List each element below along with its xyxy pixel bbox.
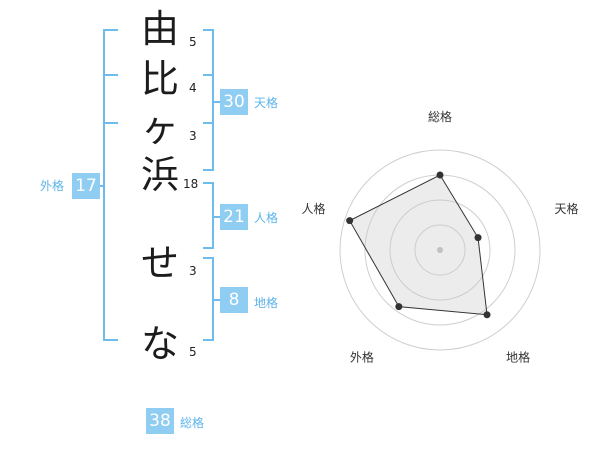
- stroke-count-2: 4: [189, 81, 197, 95]
- tenkaku-label: 天格: [254, 96, 279, 110]
- stroke-count-3: 3: [189, 129, 197, 143]
- name-char-3: ヶ: [140, 106, 179, 150]
- jinkaku-value: 21: [220, 204, 248, 230]
- radar-area: [348, 174, 488, 316]
- name-char-2: 比: [140, 57, 179, 101]
- tenkaku-value: 30: [220, 89, 248, 115]
- tenkaku-bracket: [203, 29, 214, 171]
- radar-point: [474, 234, 482, 242]
- soukaku-label: 総格: [180, 416, 205, 430]
- radar-point: [483, 311, 491, 319]
- jinkaku-bracket: [203, 182, 214, 249]
- stroke-count-1: 5: [189, 35, 197, 49]
- radar-axis-label: 外格: [350, 350, 374, 365]
- chikaku-label: 地格: [254, 296, 279, 310]
- radar-point: [436, 171, 444, 179]
- stroke-count-4: 18: [183, 177, 199, 191]
- radar-axis-label: 人格: [302, 201, 326, 216]
- gaikaku-value: 17: [72, 173, 100, 199]
- radar-axis-label: 地格: [506, 350, 530, 365]
- radar-point: [346, 217, 354, 225]
- name-char-5: せ: [140, 241, 179, 285]
- name-char-6: な: [140, 322, 179, 366]
- stroke-count-5: 3: [189, 264, 197, 278]
- radar-ring: [414, 224, 466, 276]
- name-char-4: 浜: [140, 153, 179, 197]
- jinkaku-label: 人格: [254, 211, 279, 225]
- radar-center-dot: [437, 247, 443, 253]
- radar-axis-label: 総格: [428, 109, 452, 124]
- radar-ring: [389, 199, 491, 301]
- name-char-1: 由: [140, 7, 179, 51]
- chikaku-value: 8: [220, 287, 248, 313]
- radar-ring: [339, 149, 541, 351]
- stroke-count-6: 5: [189, 345, 197, 359]
- radar-axis-label: 天格: [554, 201, 578, 216]
- radar-point: [395, 303, 403, 311]
- gaikaku-label: 外格: [40, 179, 65, 193]
- soukaku-value: 38: [146, 408, 174, 434]
